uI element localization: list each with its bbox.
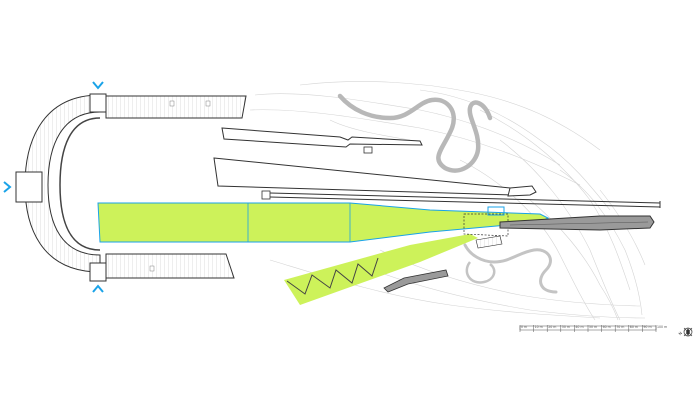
scale-tick-label: 40 m	[575, 325, 583, 329]
landing-field	[97, 202, 550, 243]
scale-tick-label: 0 m	[521, 325, 527, 329]
scale-tick-label: 100 m	[657, 325, 667, 329]
scale-tick-label: 50 m	[589, 325, 597, 329]
access-road	[337, 93, 493, 173]
scale-tick-label: 30 m	[562, 325, 570, 329]
takeoff-marker	[487, 206, 505, 216]
zigzag-path	[286, 257, 379, 295]
bottom-stand-box	[149, 265, 155, 272]
bottom-tower	[89, 262, 107, 282]
grandstand-inner-curve	[59, 117, 101, 251]
scale-tick-label: 20 m	[548, 325, 556, 329]
scale-tick-label: 80 m	[630, 325, 638, 329]
top-stand-box-1	[169, 100, 175, 107]
small-hut	[363, 146, 373, 154]
lower-jump-ramp	[383, 269, 449, 293]
road-loop	[465, 261, 496, 284]
top-stand-box-2	[205, 100, 211, 107]
scale-tick-label: 90 m	[643, 325, 651, 329]
grandstand	[15, 93, 247, 282]
inrun-centerline	[509, 221, 649, 226]
top-stand	[105, 95, 247, 119]
upper-jump-ramp	[507, 185, 537, 197]
bottom-stand	[105, 253, 235, 279]
entrance-building	[15, 171, 43, 203]
scale-tick-label: 60 m	[603, 325, 611, 329]
chevron-down-icon	[92, 81, 104, 90]
scale-tick-label: 70 m	[616, 325, 624, 329]
lift-line-1	[269, 192, 661, 204]
chevron-right-icon	[3, 181, 12, 193]
lift-station	[261, 190, 271, 200]
chevron-up-icon	[92, 284, 104, 293]
lower-green-strip	[284, 234, 478, 305]
scale-tick-label: 10 m	[535, 325, 543, 329]
upper-outrun-shape	[221, 127, 423, 148]
north-arrow-icon: N	[677, 327, 693, 337]
access-road-lower	[463, 243, 558, 294]
takeoff-zone	[463, 213, 509, 237]
lift-line-2	[269, 196, 661, 208]
north-label: N	[677, 331, 683, 337]
lower-hill-stand	[475, 235, 503, 249]
main-inrun	[499, 215, 655, 231]
top-tower	[89, 93, 107, 113]
scale-bar: 0 m 10 m 20 m 30 m 40 m 50 m 60 m 70 m 80 m 90 m 1…	[519, 325, 667, 332]
